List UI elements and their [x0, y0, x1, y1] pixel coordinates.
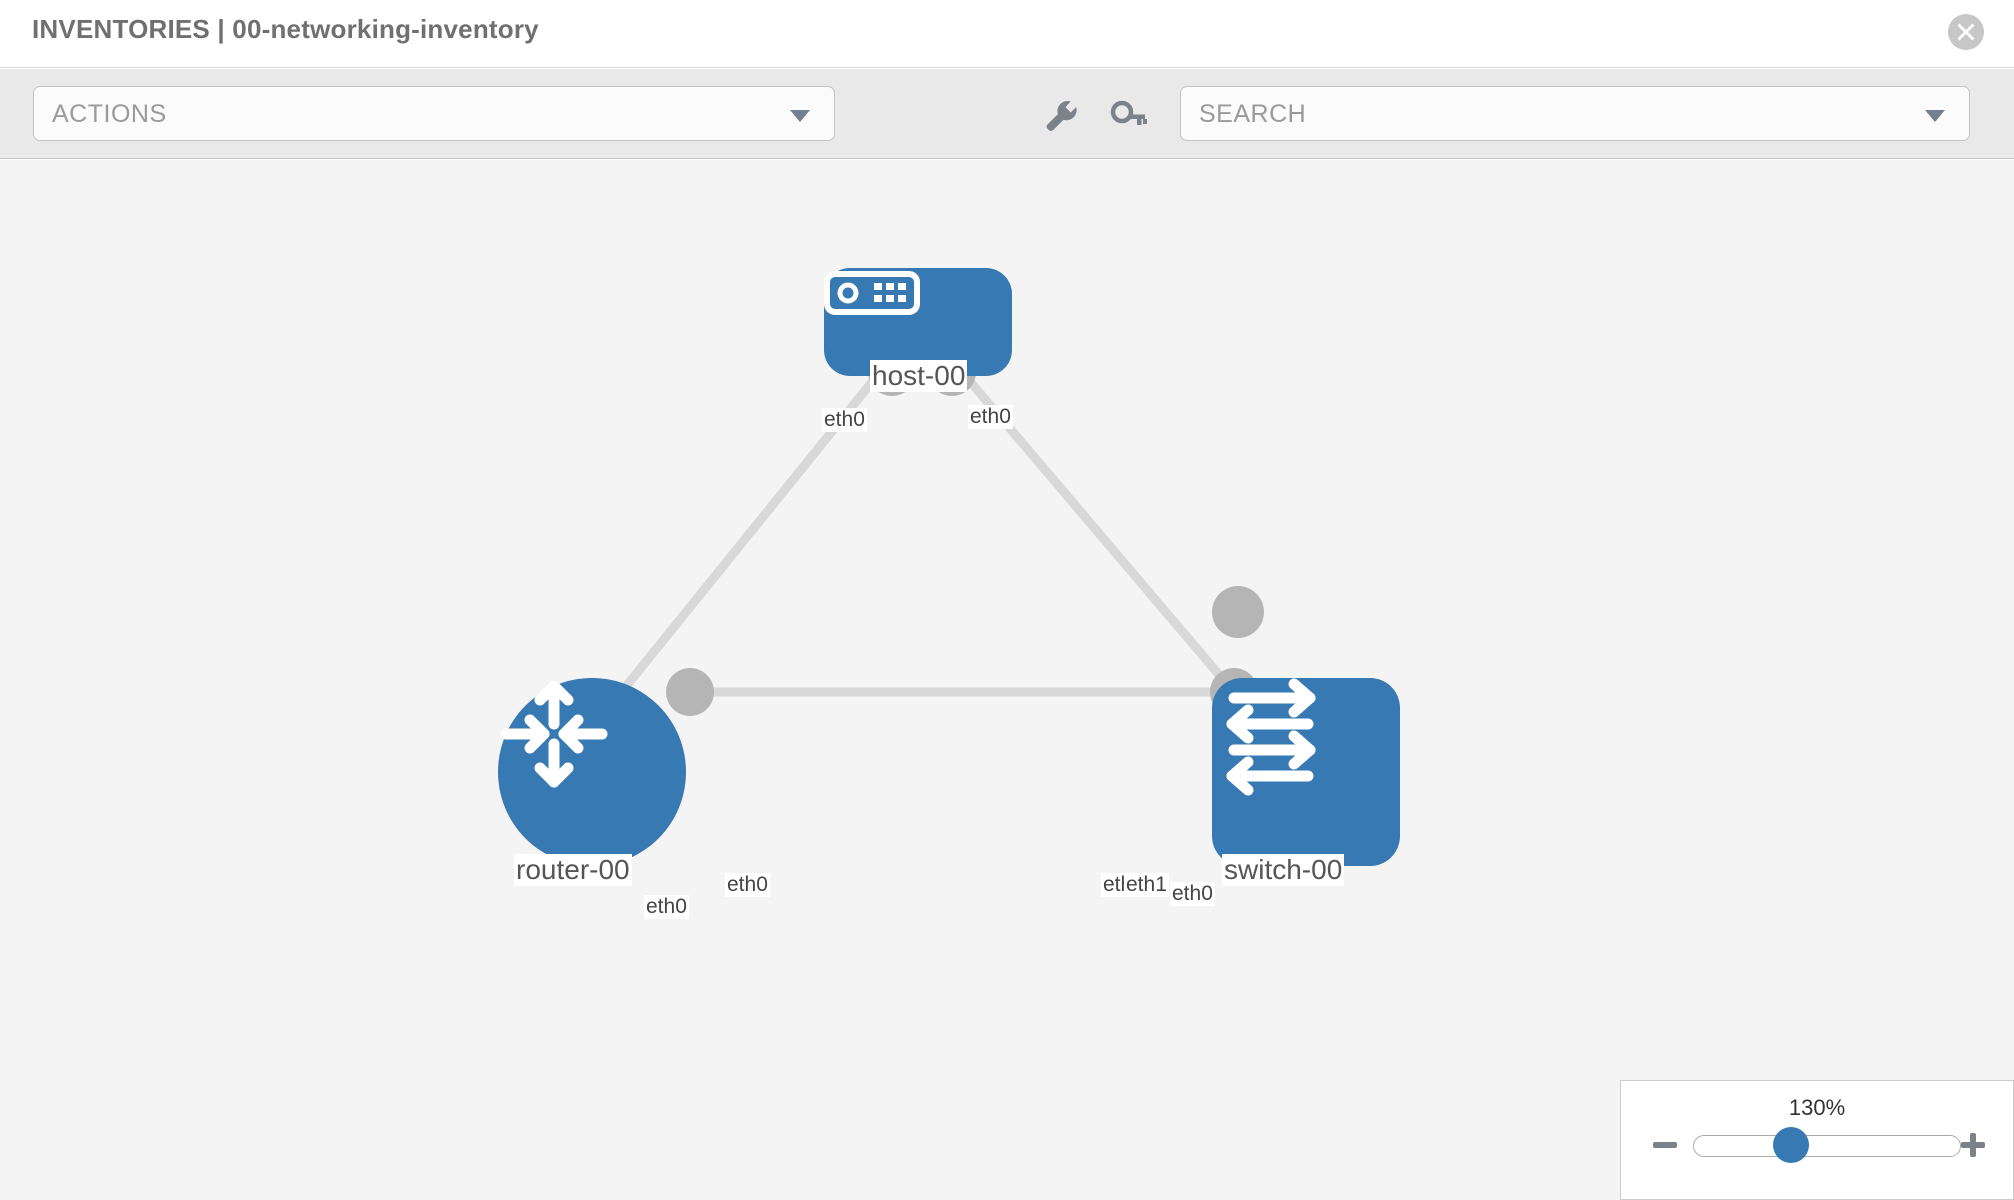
node-label-switch-00: switch-00 — [1222, 854, 1345, 886]
chevron-down-icon[interactable] — [1925, 110, 1945, 122]
zoom-level-label: 130% — [1788, 1095, 1846, 1120]
router-node-shape[interactable] — [498, 678, 686, 866]
actions-dropdown-label: ACTIONS — [52, 100, 167, 128]
topology-canvas[interactable]: host-00 router-00 — [0, 160, 2014, 1200]
connector-nub — [666, 668, 714, 716]
toolbar: ACTIONS SEARCH — [0, 69, 2014, 159]
host-node-shape[interactable] — [824, 268, 1012, 376]
minus-icon[interactable] — [1651, 1131, 1679, 1159]
zoom-slider-handle[interactable] — [1773, 1127, 1809, 1163]
four-way-arrows-icon — [500, 680, 608, 788]
actions-dropdown[interactable]: ACTIONS — [33, 86, 835, 141]
close-icon[interactable] — [1948, 14, 1984, 50]
edge-label-router00-host00-near: eth0 — [644, 895, 689, 919]
edge-label-switch00-router00-eth1: eth1 — [1124, 873, 1169, 897]
switch-node-shape[interactable] — [1212, 678, 1400, 866]
server-appliance-icon — [824, 271, 920, 315]
search-input[interactable]: SEARCH — [1180, 86, 1970, 141]
plus-icon[interactable] — [1959, 1131, 1987, 1159]
zoom-slider-track[interactable] — [1693, 1135, 1961, 1157]
edge-label-switch00-host00-near: eth0 — [1170, 882, 1215, 906]
edge-label-host00-switch00-near: eth0 — [968, 405, 1013, 429]
page-header: INVENTORIES | 00-networking-inventory — [0, 0, 2014, 68]
edge-label-router00-switch00-left: eth0 — [725, 873, 770, 897]
page-title: INVENTORIES | 00-networking-inventory — [32, 14, 539, 44]
edge-label-host00-router00-near: eth0 — [822, 408, 867, 432]
zoom-control-panel: 130% — [1620, 1080, 2014, 1200]
node-label-router-00: router-00 — [514, 854, 632, 886]
node-label-host-00: host-00 — [870, 360, 968, 392]
wrench-icon[interactable] — [1040, 95, 1082, 137]
search-placeholder: SEARCH — [1199, 100, 1307, 128]
bidirectional-arrows-icon — [1226, 678, 1316, 796]
key-icon[interactable] — [1108, 95, 1150, 137]
connector-nub — [1212, 586, 1264, 638]
chevron-down-icon — [790, 110, 810, 122]
